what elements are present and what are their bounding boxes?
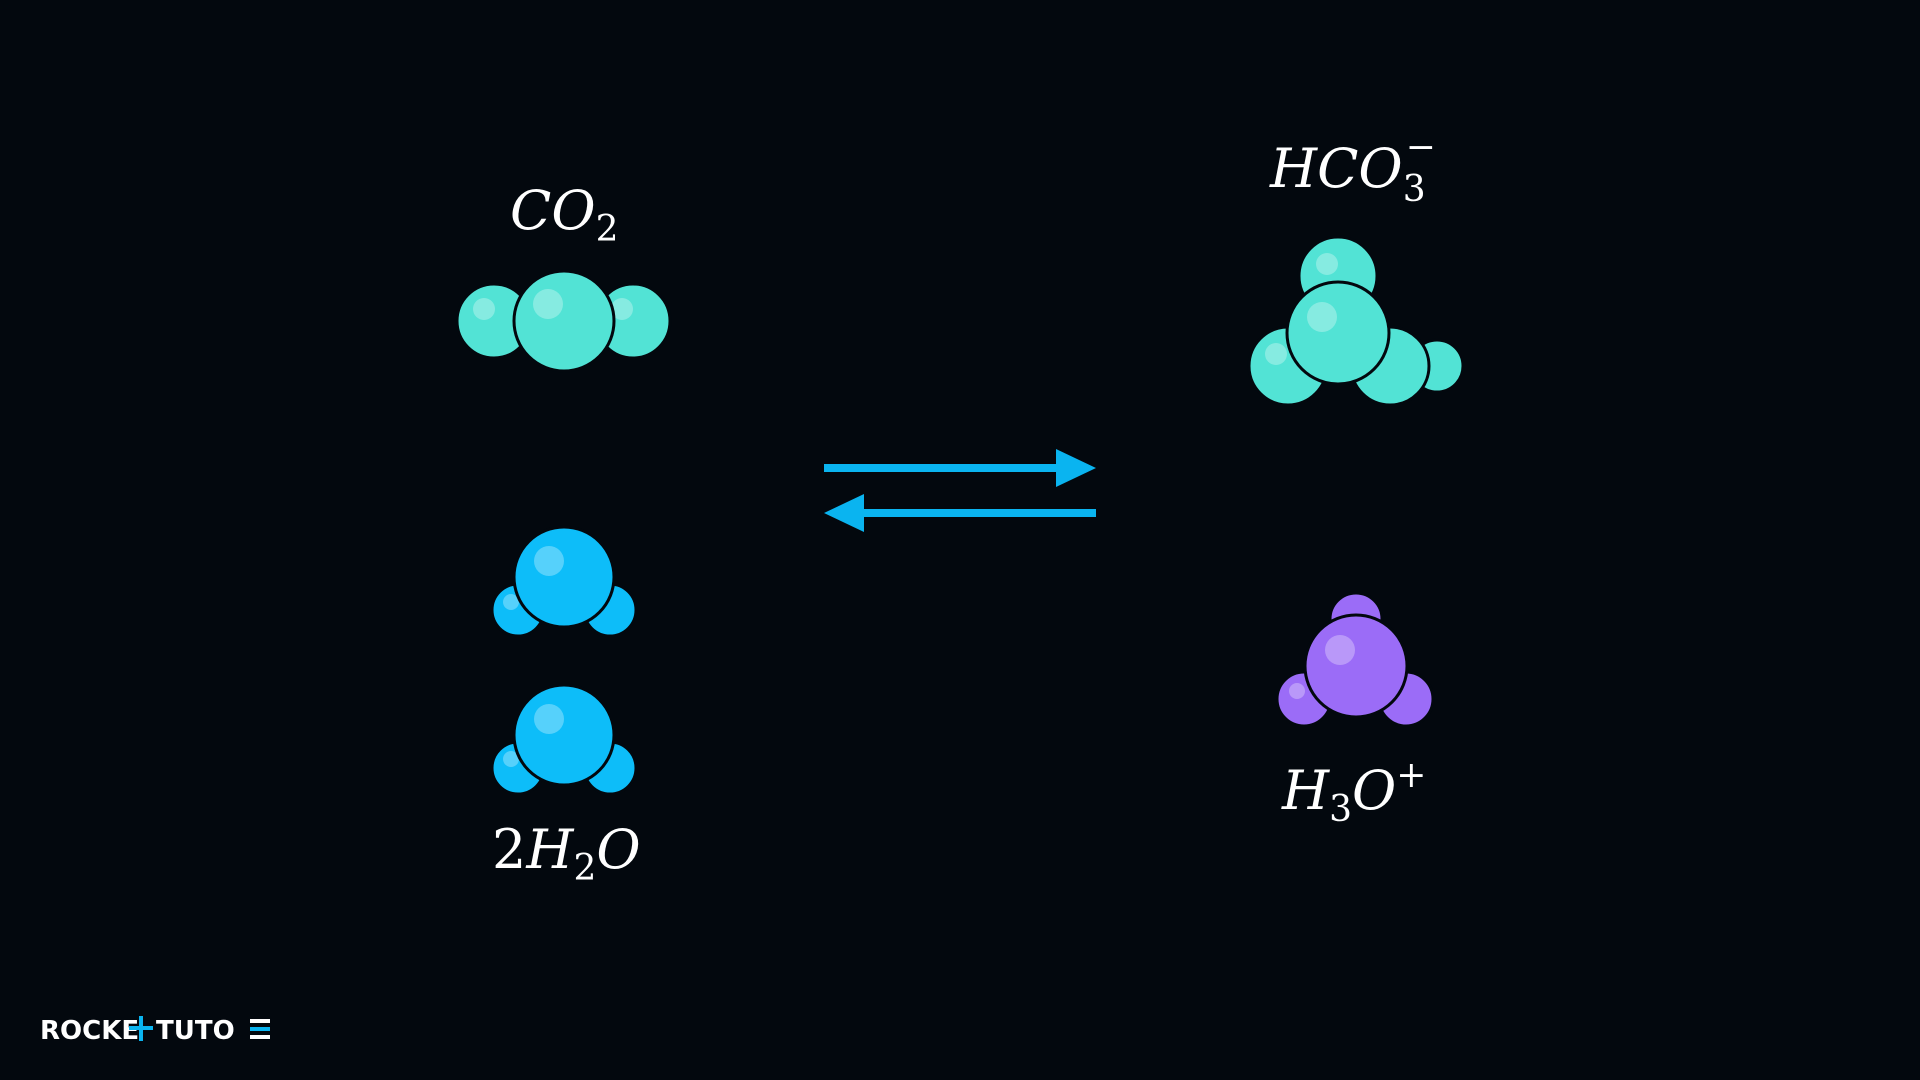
hydronium-label: H3O+ (1281, 755, 1426, 830)
water-atom-highlight (503, 751, 519, 767)
reverse-arrow-head (824, 494, 864, 532)
bicarbonate-atom-highlight (1265, 343, 1287, 365)
water-atom-highlight (534, 546, 564, 576)
bicarbonate-carbon-atom (1285, 280, 1391, 386)
bicarbonate-atom-highlight (1307, 302, 1337, 332)
bicarbonate-molecule (1247, 235, 1465, 407)
water-label: 2H2O (492, 818, 641, 889)
co2-molecule (455, 269, 672, 373)
co2-carbon-atom (512, 269, 616, 373)
co2-atom-highlight (611, 298, 633, 320)
water-atom-highlight (534, 704, 564, 734)
water-oxygen-atom (512, 525, 616, 629)
bicarbonate-atom-highlight (1316, 253, 1338, 275)
hydronium-atom-highlight (1289, 683, 1305, 699)
rocket-plus-icon (129, 1016, 153, 1041)
logo-text-part2: TUTO (156, 1016, 235, 1046)
equilibrium-arrow (824, 449, 1096, 532)
rocket-tutor-logo: ROCKE TUTO (40, 1016, 270, 1046)
hydronium-molecule (1275, 591, 1435, 728)
co2-atom-highlight (533, 289, 563, 319)
water-molecule-top (490, 525, 638, 638)
water-atom-highlight (503, 594, 519, 610)
hydronium-atom-highlight (1325, 635, 1355, 665)
logo-text-part1: ROCKE (40, 1016, 139, 1046)
forward-arrow-head (1056, 449, 1096, 487)
co2-atom-highlight (473, 298, 495, 320)
hydronium-oxygen-atom (1303, 613, 1409, 719)
bicarbonate-label: HCO3− (1269, 127, 1436, 210)
water-oxygen-atom (512, 683, 616, 787)
logo-r-lines-icon (250, 1019, 270, 1039)
co2-label: CO2 (510, 179, 619, 250)
water-molecule-bottom (490, 683, 638, 796)
